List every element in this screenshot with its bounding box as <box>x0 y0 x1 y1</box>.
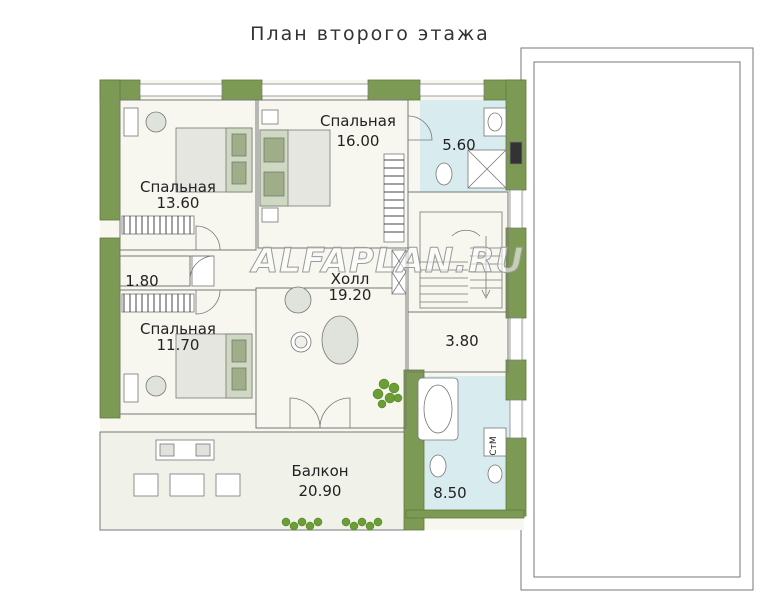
plan-title: План второго этажа <box>250 23 490 45</box>
storage-furniture <box>191 255 215 287</box>
room-area-hall: 19.20 <box>329 286 372 304</box>
doors <box>189 115 433 429</box>
room-area-storage: 1.80 <box>125 272 158 290</box>
room-area-bedroom2: 16.00 <box>337 132 380 150</box>
staircase <box>419 211 503 309</box>
room-name-bedroom2: Спальная <box>320 112 396 130</box>
room-name-bedroom1: Спальная <box>140 178 216 196</box>
bath1-fixtures <box>435 107 523 189</box>
hall-furniture <box>284 249 407 365</box>
balcony-plants-icon <box>281 517 383 531</box>
plant-icon <box>372 378 403 409</box>
wardrobe-rails-2 <box>384 159 404 233</box>
watermark: ALFAPLAN.RU <box>249 241 524 281</box>
bedroom1-furniture <box>121 107 253 235</box>
room-area-bath2: 8.50 <box>433 484 466 502</box>
exterior-walls <box>99 79 527 531</box>
room-name-hall: Холл <box>331 270 370 288</box>
windows <box>139 83 523 439</box>
wardrobe-rails-3 <box>123 294 191 312</box>
wardrobe-rails-1 <box>123 216 191 234</box>
room-area-stair-landing: 3.80 <box>445 332 478 350</box>
bedroom3-furniture <box>121 293 253 403</box>
bath2-fixtures <box>417 377 507 484</box>
room-area-bath1: 5.60 <box>442 136 475 154</box>
interior-walls <box>119 99 509 429</box>
room-name-balcony: Балкон <box>291 462 348 480</box>
terrace-outline <box>520 47 754 591</box>
balcony-furniture <box>133 439 241 497</box>
room-area-balcony: 20.90 <box>299 482 342 500</box>
room-area-bedroom3: 11.70 <box>157 336 200 354</box>
room-name-bedroom3: Спальная <box>140 320 216 338</box>
room-area-bedroom1: 13.60 <box>157 194 200 212</box>
washer-label: СтМ <box>489 436 499 455</box>
